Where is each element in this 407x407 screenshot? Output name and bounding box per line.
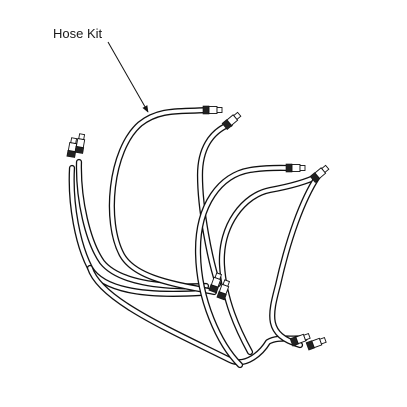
callout-leader-arrow	[107, 41, 149, 113]
fitting-center-a	[208, 272, 223, 294]
fitting-upper-right-a	[221, 111, 242, 130]
fitting-upper-right-a-tip	[233, 111, 242, 121]
fitting-upper-center-nut	[202, 105, 210, 115]
fitting-left-top-b-tip	[78, 133, 86, 141]
fitting-right-top	[309, 164, 330, 183]
fitting-upper-center-body	[208, 106, 218, 114]
fitting-bottom-right-b-tip	[319, 336, 327, 345]
fitting-right-top-tip	[321, 164, 330, 174]
hose-big-loop-core	[110, 108, 216, 294]
fitting-center-a-tip	[214, 272, 223, 280]
fitting-right-mid-body	[291, 164, 301, 172]
hose-left-inner-core	[77, 160, 208, 289]
hose-right-outer-core	[270, 174, 320, 347]
fitting-left-top-b	[74, 133, 86, 154]
hose-right-loop-core	[196, 166, 294, 367]
fitting-bottom-right-a-tip	[303, 332, 311, 341]
fitting-right-mid-nut	[285, 163, 293, 173]
hose-right-outer	[269, 172, 322, 349]
fitting-upper-center	[202, 105, 223, 115]
fitting-bottom-right-a	[289, 332, 311, 347]
fitting-left-top-a-tip	[70, 137, 78, 145]
fitting-center-b	[216, 279, 231, 301]
fitting-left-top-a	[66, 137, 78, 158]
fitting-right-mid	[285, 163, 306, 173]
fitting-right-mid-tip	[299, 165, 306, 171]
fitting-upper-center-tip	[216, 107, 223, 113]
hose-set	[68, 106, 322, 369]
hose-right-inner-core	[220, 174, 320, 354]
hose-mid-loop-core	[198, 122, 232, 286]
hose-left-inner	[75, 158, 210, 290]
fitting-set	[66, 105, 330, 351]
fitting-center-b-tip	[222, 279, 231, 287]
hose-kit-callout-label: Hose Kit	[53, 26, 103, 41]
fitting-bottom-right-b	[305, 336, 327, 351]
